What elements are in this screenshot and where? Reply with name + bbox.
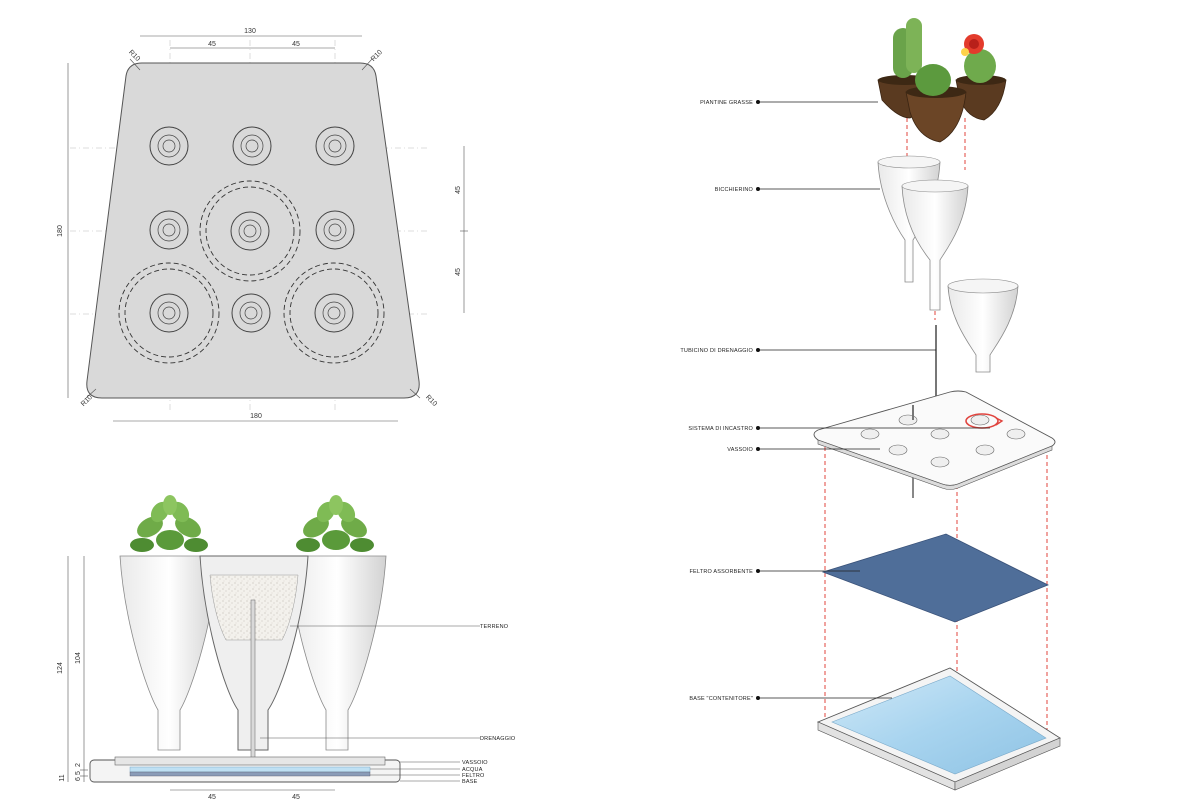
label-feltro: FELTRO	[462, 773, 485, 779]
dim-6: 6	[75, 777, 82, 781]
label-terreno: TERRENO	[480, 624, 509, 630]
cactus-pots	[877, 18, 1007, 143]
label-base-contenitore: BASE "CONTENITORE"	[689, 696, 753, 702]
dim-bottom-left: 45	[208, 794, 216, 800]
dim-left-spacing: 45	[208, 41, 216, 48]
dim-2: 2	[75, 763, 82, 767]
pot-rings	[118, 180, 385, 364]
label-vassoio: VASSOIO	[462, 760, 488, 766]
drainage-tube	[250, 599, 256, 771]
label-incastro: SISTEMA DI INCASTRO	[688, 426, 753, 432]
exploded-leader-lines	[758, 101, 990, 699]
top-view-dimension-lines	[67, 35, 468, 422]
dim-right-spacing: 45	[292, 41, 300, 48]
label-feltro-assorbente: FELTRO ASSORBENTE	[689, 569, 753, 575]
section-dimension-lines	[67, 556, 480, 791]
glasses	[877, 155, 1019, 373]
felt-layer	[129, 771, 371, 777]
tray-layer	[114, 756, 386, 766]
exploded-view: PIANTINE GRASSE BICCHIERINO TUBICINO DI …	[680, 18, 1061, 791]
label-tubicino: TUBICINO DI DRENAGGIO	[680, 348, 753, 354]
radius-top-left: R10	[127, 49, 141, 63]
label-drenaggio: DRENAGGIO	[480, 736, 516, 742]
dim-cup-height: 104	[75, 652, 82, 664]
dim-top-width: 130	[244, 28, 256, 35]
felt-layer-exploded	[821, 533, 1049, 623]
label-base: BASE	[462, 779, 478, 785]
label-acqua: ACQUA	[462, 767, 483, 773]
dim-11: 11	[59, 774, 66, 781]
tray-plate-outline	[86, 62, 420, 399]
label-vassoio-exploded: VASSOIO	[727, 447, 753, 453]
dim-right-upper: 45	[455, 186, 462, 194]
section-view: 124 104 2 11 6 5 45 45 TERRENO DRENAGGIO…	[57, 495, 516, 800]
top-view: 130 45 45 180 180 45 45 R10 R10 R10 R10	[57, 28, 468, 422]
cup-sockets	[149, 126, 355, 333]
base-container-exploded	[816, 667, 1061, 791]
succulent-left	[130, 495, 208, 552]
label-bicchierino: BICCHIERINO	[715, 187, 754, 193]
dim-total-height: 124	[57, 662, 64, 674]
succulent-right	[296, 495, 374, 552]
water-layer	[129, 766, 371, 773]
leader-dots	[756, 100, 760, 700]
dim-height: 180	[57, 225, 64, 237]
tray-exploded	[813, 390, 1056, 490]
label-piantine-grasse: PIANTINE GRASSE	[700, 100, 753, 106]
dim-bottom-right: 45	[292, 794, 300, 800]
dim-bottom-width: 180	[250, 413, 262, 420]
radius-top-right: R10	[370, 49, 384, 63]
radius-bottom-right: R10	[424, 394, 438, 408]
dim-5: 5	[75, 771, 82, 775]
dim-right-lower: 45	[455, 268, 462, 276]
